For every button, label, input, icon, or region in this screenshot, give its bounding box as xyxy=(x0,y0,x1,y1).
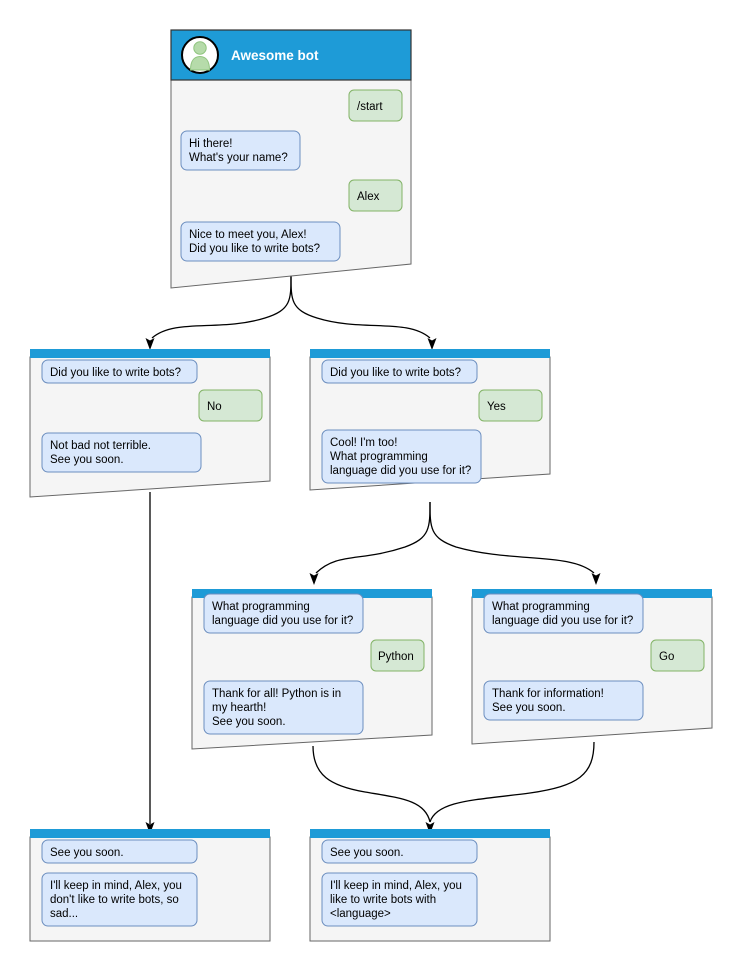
card-no-branch-header-bar xyxy=(30,349,270,358)
message-line: I'll keep in mind, Alex, you xyxy=(50,880,182,892)
card-farewell-yes[interactable]: See you soon. I'll keep in mind, Alex, y… xyxy=(309,829,551,942)
message-bubble-bot: Nice to meet you, Alex! Did you like to … xyxy=(180,221,341,262)
message-bubble-bot: I'll keep in mind, Alex, you don't like … xyxy=(41,872,198,927)
message-line: Did you like to write bots? xyxy=(50,367,181,379)
message-bubble-bot: Hi there! What's your name? xyxy=(180,130,301,171)
card-farewell-no-header-bar xyxy=(30,829,270,838)
message-line: I'll keep in mind, Alex, you xyxy=(330,880,462,892)
card-python-branch[interactable]: What programming language did you use fo… xyxy=(191,589,433,750)
message-bubble-bot: Thank for all! Python is in my hearth! S… xyxy=(203,680,364,735)
message-line: What programming xyxy=(492,601,590,613)
card-farewell-no[interactable]: See you soon. I'll keep in mind, Alex, y… xyxy=(29,829,271,942)
connector-root-to-no xyxy=(151,275,292,339)
arrowhead-merge-to-farewell-yes xyxy=(425,822,435,834)
card-no-branch[interactable]: Did you like to write bots? No Not bad n… xyxy=(29,349,271,498)
message-line: language did you use for it? xyxy=(212,615,353,627)
arrowhead-root-to-no xyxy=(145,338,155,350)
message-bubble-bot: See you soon. xyxy=(321,839,478,864)
message-line: See you soon. xyxy=(492,702,566,714)
message-bubble-user: No xyxy=(198,389,263,422)
message-line: language did you use for it? xyxy=(492,615,633,627)
message-bubble-user: Alex xyxy=(348,179,403,212)
message-line: language did you use for it? xyxy=(330,465,471,477)
message-bubble-bot: What programming language did you use fo… xyxy=(483,593,644,634)
message-bubble-bot: Did you like to write bots? xyxy=(41,359,198,384)
message-bubble-user: Yes xyxy=(478,389,543,422)
message-bubble-bot: What programming language did you use fo… xyxy=(203,593,364,634)
connector-yes-to-go xyxy=(429,501,595,574)
message-line: Not bad not terrible. xyxy=(50,440,151,452)
connectors-group xyxy=(145,275,601,834)
message-line: /start xyxy=(357,101,383,113)
card-yes-branch[interactable]: Did you like to write bots? Yes Cool! I'… xyxy=(309,349,551,491)
message-bubble-bot: Cool! I'm too! What programming language… xyxy=(321,429,482,484)
arrowhead-yes-to-go xyxy=(591,573,601,585)
message-line: Did you like to write bots? xyxy=(189,243,320,255)
message-line: Thank for information! xyxy=(492,688,604,700)
connector-yes-to-python xyxy=(315,501,431,574)
card-farewell-yes-header-bar xyxy=(310,829,550,838)
message-line: Nice to meet you, Alex! xyxy=(189,229,307,241)
message-line: Python xyxy=(378,651,414,663)
connector-root-to-yes xyxy=(290,275,431,339)
message-bubble-bot: See you soon. xyxy=(41,839,198,864)
message-line: don't like to write bots, so xyxy=(50,894,179,906)
card-go-branch[interactable]: What programming language did you use fo… xyxy=(471,589,713,745)
message-line: See you soon. xyxy=(330,847,404,859)
message-line: Hi there! xyxy=(189,138,232,150)
message-line: Did you like to write bots? xyxy=(330,367,461,379)
message-line: Alex xyxy=(357,191,380,203)
message-bubble-bot: Not bad not terrible. See you soon. xyxy=(41,432,202,473)
message-bubble-user: Python xyxy=(370,639,425,672)
message-line: What programming xyxy=(212,601,310,613)
arrowhead-root-to-yes xyxy=(427,338,437,350)
connector-go-to-farewell xyxy=(429,741,595,823)
message-line: Thank for all! Python is in xyxy=(212,688,341,700)
message-bubble-user: /start xyxy=(348,89,403,122)
message-bubble-bot: Thank for information! See you soon. xyxy=(483,680,644,721)
message-line: See you soon. xyxy=(212,716,286,728)
message-line: <language> xyxy=(330,908,391,920)
message-line: Yes xyxy=(487,401,506,413)
message-line: See you soon. xyxy=(50,454,124,466)
message-line: my hearth! xyxy=(212,702,266,714)
message-bubble-bot: I'll keep in mind, Alex, you like to wri… xyxy=(321,872,478,927)
message-line: Cool! I'm too! xyxy=(330,437,397,449)
arrowhead-no-to-farewell xyxy=(145,822,155,834)
message-bubble-user: Go xyxy=(650,639,705,672)
card-root-title: Awesome bot xyxy=(231,48,319,63)
message-line: like to write bots with xyxy=(330,894,436,906)
message-line: sad... xyxy=(50,908,78,920)
message-line: No xyxy=(207,401,222,413)
message-line: See you soon. xyxy=(50,847,124,859)
message-line: Go xyxy=(659,651,674,663)
message-bubble-bot: Did you like to write bots? xyxy=(321,359,478,384)
message-line: What's your name? xyxy=(189,152,288,164)
person-avatar-icon xyxy=(181,36,219,74)
connector-python-to-farewell xyxy=(312,745,431,823)
card-root[interactable]: Awesome bot /start Hi there! What's your… xyxy=(170,29,412,289)
message-line: What programming xyxy=(330,451,428,463)
card-yes-branch-header-bar xyxy=(310,349,550,358)
arrowhead-yes-to-python xyxy=(309,573,319,585)
